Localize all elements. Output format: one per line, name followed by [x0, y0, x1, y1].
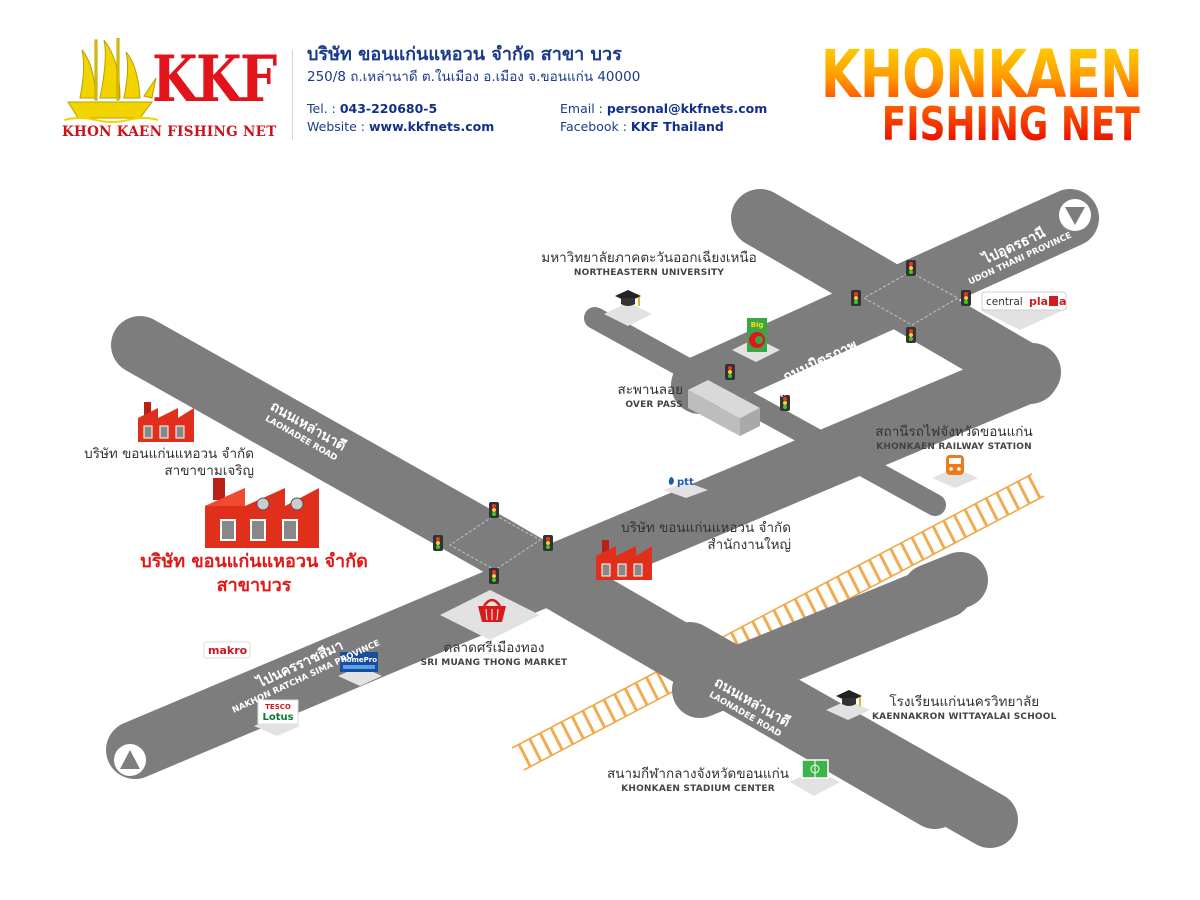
email-link[interactable]: personal@kkfnets.com: [606, 101, 768, 116]
university-en: NORTHEASTERN UNIVERSITY: [573, 268, 725, 278]
stadium-en: KHONKAEN STADIUM CENTER: [621, 784, 775, 794]
traffic-light-icon: [489, 568, 499, 584]
ship-logo-icon: [63, 38, 159, 123]
header-divider: [292, 50, 293, 140]
contact-block: บริษัท ขอนแก่นแหอวน จำกัด สาขา บวร 250/8…: [307, 44, 787, 136]
plaza-label: pla: [1029, 295, 1048, 308]
traffic-light-icon: [906, 260, 916, 276]
traffic-light-icon: [906, 327, 916, 343]
facebook-label: Facebook :: [560, 119, 627, 134]
factory-head-office-icon: [596, 540, 652, 580]
kham-branch-line1: บริษัท ขอนแก่นแหอวน จำกัด: [84, 446, 254, 462]
traffic-light-icon: [961, 290, 971, 306]
brand-title-line2: FISHING NET: [881, 97, 1140, 151]
factory-kham-branch-icon: [138, 402, 194, 442]
logo-text: KKF: [152, 42, 277, 117]
plaza-label-end: a: [1059, 295, 1066, 308]
stadium-icon: [801, 759, 829, 779]
overpass-th: สะพานลอย: [617, 382, 684, 398]
main-branch-line2: สาขาบวร: [216, 575, 292, 596]
head-office-line1: บริษัท ขอนแก่นแหอวน จำกัด: [621, 520, 791, 536]
traffic-light-icon: [543, 535, 553, 551]
traffic-light-icon: [851, 290, 861, 306]
logo-subtitle: KHON KAEN FISHING NET: [62, 124, 277, 140]
label-kham-branch: บริษัท ขอนแก่นแหอวน จำกัด สาขาขามเจริญ: [84, 446, 254, 480]
brand-title-line1: KHONKAEN: [820, 36, 1142, 113]
stadium-th: สนามกีฬากลางจังหวัดขอนแก่น: [607, 766, 789, 782]
traffic-light-icon: [780, 395, 790, 411]
shopping-basket-icon: [478, 598, 506, 622]
head-office-line2: สำนักงานใหญ่: [707, 537, 791, 553]
tel-label: Tel. :: [307, 101, 336, 116]
factory-main-branch-icon: [205, 478, 319, 548]
graduation-cap-icon: [615, 290, 641, 306]
railway-en: KHONKAEN RAILWAY STATION: [876, 442, 1032, 452]
label-school: โรงเรียนแก่นนครวิทยาลัย KAENNAKRON WITTA…: [872, 694, 1057, 723]
road-laonadee-north: [111, 316, 524, 574]
makro-label: makro: [208, 644, 248, 657]
homepro-logo-icon: HomePro: [340, 652, 378, 672]
ptt-label: ptt: [677, 477, 694, 488]
company-title: บริษัท ขอนแก่นแหอวน จำกัด สาขา บวร: [307, 44, 622, 65]
ptt-logo-icon: ptt: [668, 477, 694, 488]
school-th: โรงเรียนแก่นนครวิทยาลัย: [889, 694, 1040, 710]
traffic-light-icon: [489, 502, 499, 518]
tesco-label: TESCO: [265, 703, 291, 711]
email-row: Email : personal@kkfnets.com: [560, 100, 767, 118]
traffic-light-icon: [725, 364, 735, 380]
bigc-label: Big: [751, 321, 764, 329]
label-main-branch: บริษัท ขอนแก่นแหอวน จำกัด สาขาบวร: [140, 550, 368, 598]
email-label: Email :: [560, 101, 603, 116]
traffic-lights: [433, 260, 971, 584]
company-address: 250/8 ถ.เหล่านาดี ต.ในเมือง อ.เมือง จ.ขอ…: [307, 69, 641, 85]
main-branch-line1: บริษัท ขอนแก่นแหอวน จำกัด: [140, 551, 368, 572]
arrow-udon-icon: [1059, 199, 1091, 231]
arrow-korat-icon: [114, 744, 146, 776]
central-label: central: [986, 296, 1023, 308]
label-stadium: สนามกีฬากลางจังหวัดขอนแก่น KHONKAEN STAD…: [607, 766, 789, 795]
label-head-office: บริษัท ขอนแก่นแหอวน จำกัด สำนักงานใหญ่: [621, 520, 791, 554]
tel-row: Tel. : 043-220680-5: [307, 100, 560, 118]
website-link[interactable]: www.kkfnets.com: [369, 119, 495, 134]
traffic-light-icon: [433, 535, 443, 551]
central-plaza-logo-icon: central pla a: [981, 291, 1067, 311]
university-th: มหาวิทยาลัยภาคตะวันออกเฉียงเหนือ: [541, 250, 757, 266]
market-th: ตลาดศรีเมืองทอง: [443, 640, 545, 656]
road-university: [584, 307, 946, 516]
tel-value: 043-220680-5: [339, 101, 438, 116]
road-mittraparb-highway: [106, 343, 1061, 779]
market-en: SRI MUANG THONG MARKET: [420, 658, 568, 668]
overpass-en: OVER PASS: [625, 400, 683, 410]
intersection-upper: [862, 271, 960, 326]
facebook-link[interactable]: KKF Thailand: [630, 119, 724, 134]
label-overpass: สะพานลอย OVER PASS: [618, 382, 684, 411]
website-row: Website : www.kkfnets.com: [307, 118, 560, 136]
label-railway-station: สถานีรถไฟจังหวัดขอนแก่น KHONKAEN RAILWAY…: [875, 424, 1032, 453]
railway-th: สถานีรถไฟจังหวัดขอนแก่น: [875, 424, 1033, 440]
lotus-label: Lotus: [262, 712, 293, 723]
homepro-label: HomePro: [341, 656, 377, 664]
train-icon: [946, 455, 964, 475]
tesco-lotus-logo-icon: TESCO Lotus: [257, 699, 299, 725]
facebook-row: Facebook : KKF Thailand: [560, 118, 767, 136]
kham-branch-line2: สาขาขามเจริญ: [164, 463, 254, 479]
makro-logo-icon: makro: [203, 641, 251, 659]
website-label: Website :: [307, 119, 366, 134]
road-laonadee-south-end: [662, 622, 1018, 848]
school-cap-icon: [836, 690, 862, 706]
label-market: ตลาดศรีเมืองทอง SRI MUANG THONG MARKET: [421, 640, 568, 669]
school-en: KAENNAKRON WITTAYALAI SCHOOL: [872, 712, 1057, 722]
bigc-logo-icon: Big: [747, 318, 767, 352]
label-university: มหาวิทยาลัยภาคตะวันออกเฉียงเหนือ NORTHEA…: [541, 250, 756, 279]
overpass: [688, 380, 760, 436]
